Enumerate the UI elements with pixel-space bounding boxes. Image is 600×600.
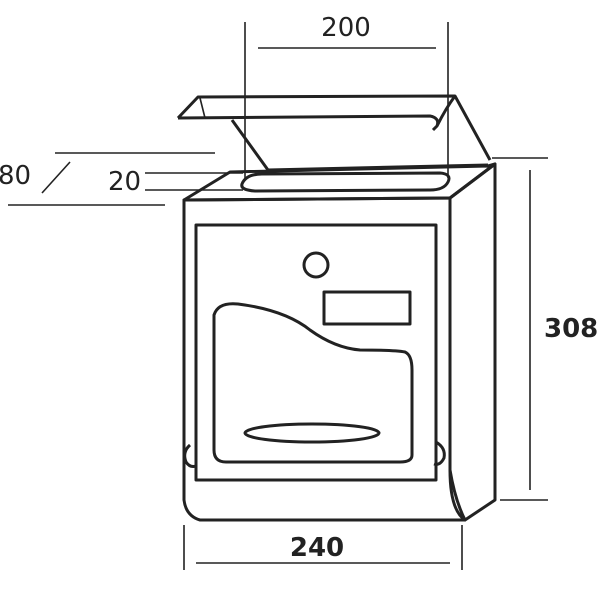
top-width-dimension: 200 (244, 13, 449, 178)
slot-depth-label: 20 (108, 167, 141, 197)
mailbox-lid (176, 94, 492, 172)
letter-slot-opening (243, 422, 381, 444)
mailbox-front-panel (194, 223, 438, 482)
bottom-width-label: 240 (290, 533, 344, 563)
depth-dimension: 80 (0, 152, 215, 206)
bottom-width-dimension: 240 (183, 525, 463, 570)
height-dimension: 308 (492, 157, 598, 501)
name-plate (322, 290, 412, 326)
slot-depth-dimension: 20 (108, 167, 243, 197)
mailbox-body (182, 196, 467, 522)
mailbox-side (448, 162, 497, 522)
top-width-label: 200 (321, 13, 371, 43)
viewing-window (212, 302, 414, 464)
depth-label: 80 (0, 161, 31, 191)
right-hinge (433, 440, 446, 466)
height-label: 308 (544, 314, 598, 344)
left-hinge (183, 443, 197, 468)
lock-icon (302, 251, 330, 279)
